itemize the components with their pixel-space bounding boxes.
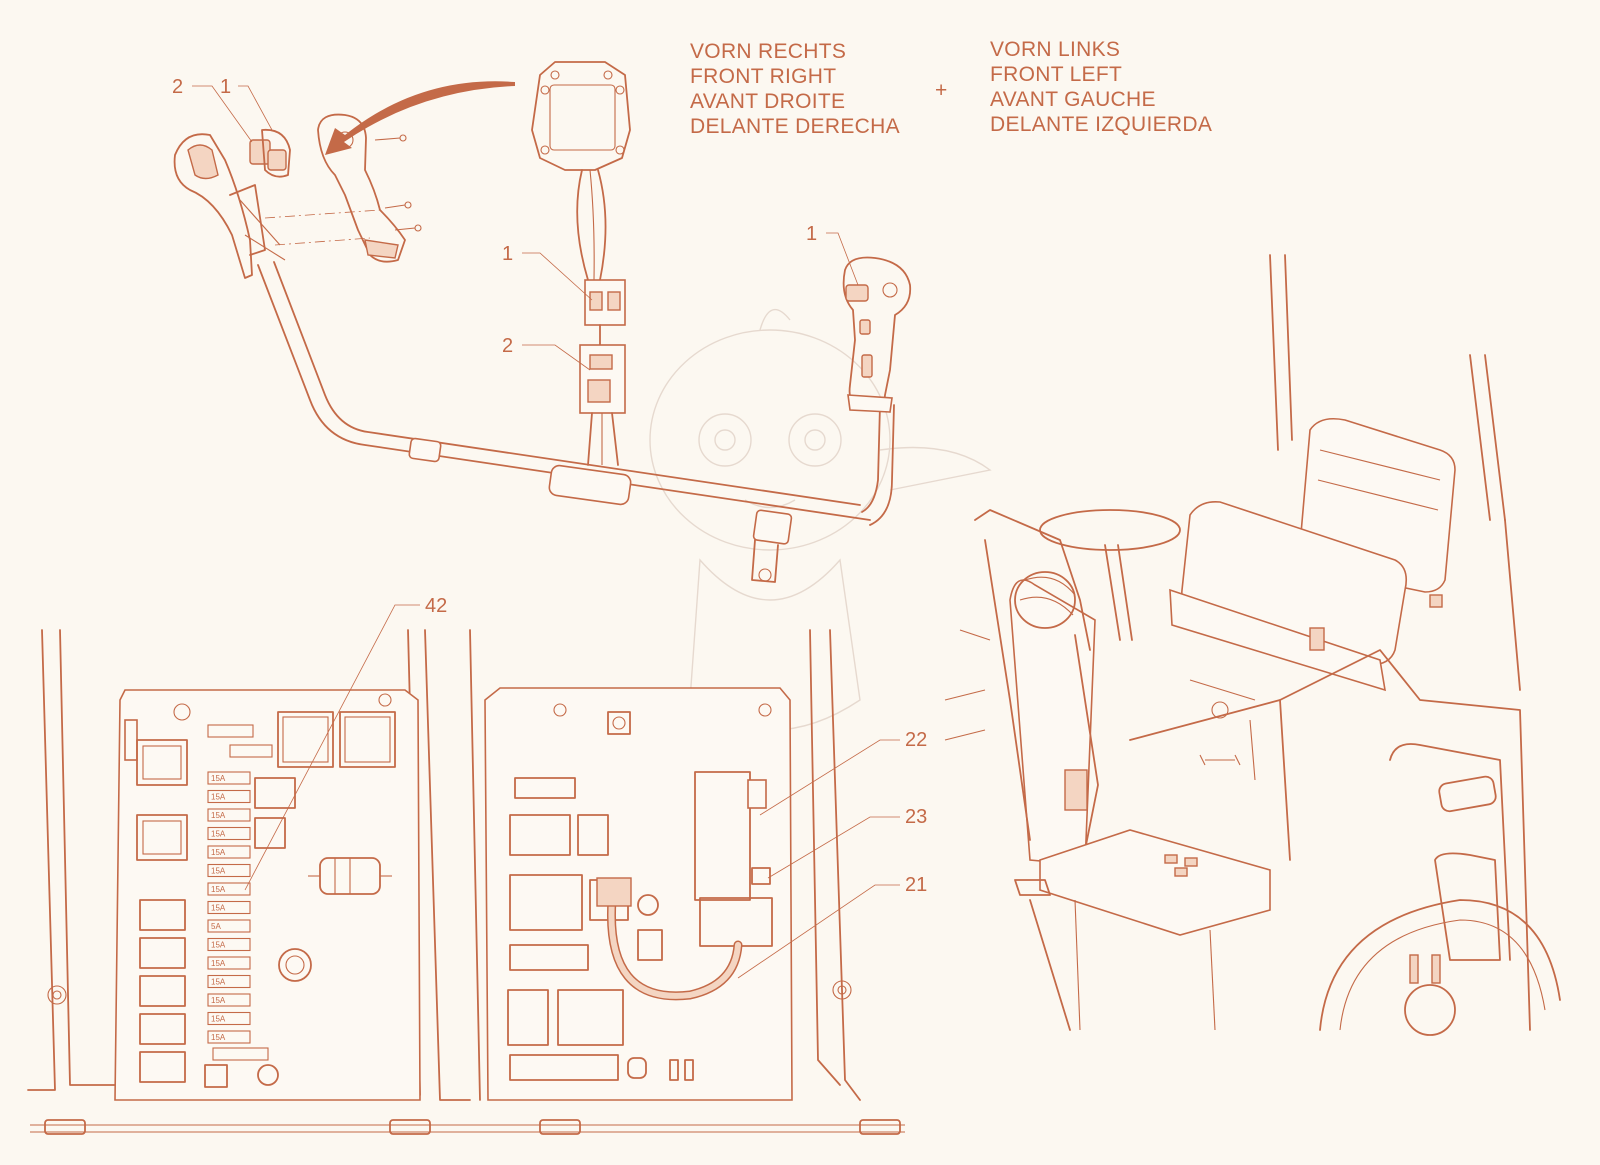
callout-1-joystick: 1 xyxy=(220,76,231,98)
label-front-left-fr: AVANT GAUCHE xyxy=(990,88,1156,111)
fuse-label: 15A xyxy=(211,867,226,876)
fuse-slot xyxy=(207,974,251,989)
fuse-slot xyxy=(207,919,251,933)
fuse-slot xyxy=(207,771,251,785)
fuse-slot xyxy=(207,789,251,804)
leader-23 xyxy=(767,816,900,879)
callout-21: 21 xyxy=(905,874,927,896)
label-front-left: VORN LINKS FRONT LEFT AVANT GAUCHE DELAN… xyxy=(990,38,1212,136)
fuse-label: 15A xyxy=(211,1033,226,1042)
fuse-label: 15A xyxy=(211,959,226,968)
label-front-left-de: VORN LINKS xyxy=(990,38,1120,61)
fuse-slot xyxy=(207,826,251,841)
fuse-slot xyxy=(207,900,251,915)
right-joystick xyxy=(842,256,912,413)
callout-2-connector: 2 xyxy=(502,335,513,357)
fuse-label: 15A xyxy=(211,904,226,913)
fuse-slot xyxy=(207,1011,251,1026)
label-front-right-en: FRONT RIGHT xyxy=(690,65,836,88)
fuse-label: 15A xyxy=(211,885,226,894)
fuse-label: 15A xyxy=(211,996,226,1005)
harness-tube xyxy=(257,261,895,583)
leader-connector-1 xyxy=(522,252,593,301)
fuse-slot xyxy=(207,808,251,822)
machine-cab-view xyxy=(944,254,1561,1036)
fuse-label: 5A xyxy=(211,922,221,931)
watermark-mascot xyxy=(649,308,992,731)
callout-2-joystick: 2 xyxy=(172,76,183,98)
label-plus: + xyxy=(935,79,948,102)
leader-21 xyxy=(737,884,900,979)
leader-42 xyxy=(244,604,420,891)
leader-right-1 xyxy=(826,232,859,286)
fuse-label: 15A xyxy=(211,793,226,802)
middle-fuse-panel xyxy=(469,629,905,1135)
fuse-slot xyxy=(207,993,251,1007)
label-front-left-es: DELANTE IZQUIERDA xyxy=(990,113,1212,136)
callout-42: 42 xyxy=(425,595,447,617)
leader-1 xyxy=(238,85,273,131)
fuse-slot xyxy=(207,845,251,859)
fuse-label: 15A xyxy=(211,941,226,950)
label-front-right-es: DELANTE DERECHA xyxy=(690,115,900,138)
callout-1-connector: 1 xyxy=(502,243,513,265)
leader-2 xyxy=(192,85,253,143)
fuse-slot xyxy=(207,937,251,952)
fuse-label: 15A xyxy=(211,1015,226,1024)
callout-1-right-joystick: 1 xyxy=(806,223,817,245)
label-front-left-en: FRONT LEFT xyxy=(990,63,1122,86)
leader-connector-2 xyxy=(522,344,591,371)
leader-22 xyxy=(759,739,900,816)
fuse-slot xyxy=(207,956,251,970)
label-front-right-de: VORN RECHTS xyxy=(690,40,846,63)
fuse-label: 15A xyxy=(211,978,226,987)
fuse-slot xyxy=(207,863,251,878)
left-fuse-panel: 15A 15A 15A 15A 15A 15A 15A 15A 5A 15A 15A 15A 15A 15… xyxy=(27,629,471,1135)
label-front-right-fr: AVANT DROITE xyxy=(690,90,845,113)
fuse-label: 15A xyxy=(211,848,226,857)
fuse-slot xyxy=(207,882,251,896)
plug-and-connectors xyxy=(531,61,631,466)
fuse-slot xyxy=(207,1030,251,1044)
callout-22: 22 xyxy=(905,729,927,751)
left-joystick-assembly xyxy=(173,81,515,279)
fuse-label: 15A xyxy=(211,811,226,820)
fuse-label: 15A xyxy=(211,830,226,839)
fuse-label: 15A xyxy=(211,774,226,783)
label-front-right: VORN RECHTS FRONT RIGHT AVANT DROITE DEL… xyxy=(690,40,900,138)
callout-23: 23 xyxy=(905,806,927,828)
